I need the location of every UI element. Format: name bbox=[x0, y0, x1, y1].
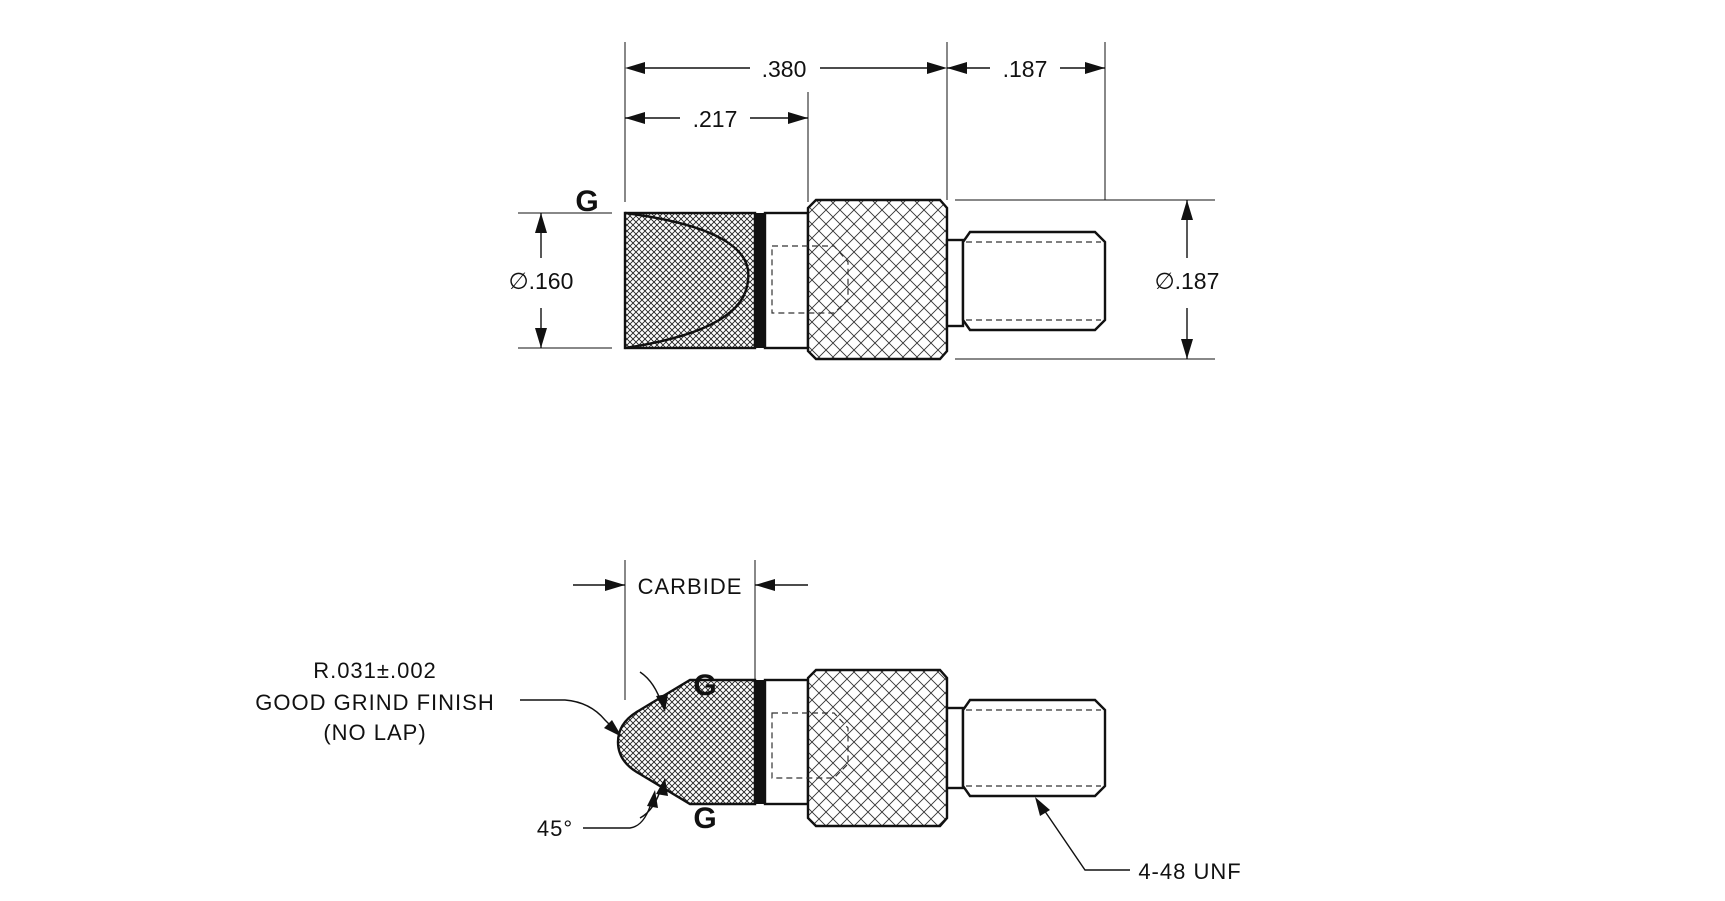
thread-note: 4-48 UNF bbox=[1138, 859, 1241, 884]
thread-note-leader: 4-48 UNF bbox=[1035, 797, 1241, 884]
dimension-label-187-length: .187 bbox=[1003, 56, 1048, 82]
radius-note-line2: GOOD GRIND FINISH bbox=[255, 690, 494, 715]
grind-mark-cone-upper: G bbox=[693, 669, 716, 702]
grind-mark-top: G bbox=[575, 185, 598, 218]
braze-band-bottom bbox=[755, 680, 765, 804]
dimension-tip-diameter: ∅.160 bbox=[509, 213, 574, 348]
hidden-bore-bottom bbox=[771, 712, 849, 779]
angle-note-leader: 45° bbox=[537, 790, 658, 841]
dimension-carbide-length: .217 bbox=[625, 106, 808, 132]
carbide-tip-top bbox=[623, 211, 757, 350]
thread-stub-top bbox=[961, 230, 1107, 332]
dimension-label-380: .380 bbox=[762, 56, 807, 82]
thread-relief-bottom bbox=[945, 706, 965, 790]
thread-relief-top bbox=[945, 238, 965, 328]
neck-bottom bbox=[763, 678, 810, 806]
dimension-label-diameter-187: ∅.187 bbox=[1155, 268, 1220, 294]
radius-note-leader: R.031±.002 GOOD GRIND FINISH (NO LAP) bbox=[255, 658, 622, 745]
angle-note: 45° bbox=[537, 816, 573, 841]
grind-mark-cone-lower: G bbox=[693, 802, 716, 835]
carbide-tip-profile bbox=[624, 211, 750, 350]
carbide-label: CARBIDE bbox=[638, 574, 743, 599]
dimension-carbide-extent: CARBIDE bbox=[573, 560, 808, 700]
dimension-label-diameter-160: ∅.160 bbox=[509, 268, 574, 294]
top-view: .380 .187 .217 ∅.160 bbox=[509, 42, 1220, 361]
dimension-thread-length: .187 bbox=[947, 56, 1105, 82]
hidden-bore-top bbox=[771, 245, 849, 314]
carbide-tip-cone bbox=[616, 678, 757, 806]
radius-note-line3: (NO LAP) bbox=[323, 720, 426, 745]
radius-note-line1: R.031±.002 bbox=[313, 658, 437, 683]
thread-stub-bottom bbox=[961, 698, 1107, 798]
knurled-body-top bbox=[806, 198, 949, 361]
dimension-label-217: .217 bbox=[693, 106, 738, 132]
knurled-body-bottom bbox=[806, 668, 949, 828]
dimension-body-diameter: ∅.187 bbox=[1155, 200, 1220, 359]
bottom-view: CARBIDE G G R.031±.002 GOOD GRIND FINISH… bbox=[255, 560, 1241, 884]
dimension-overall-length: .380 bbox=[625, 56, 947, 82]
braze-band-top bbox=[755, 213, 765, 348]
